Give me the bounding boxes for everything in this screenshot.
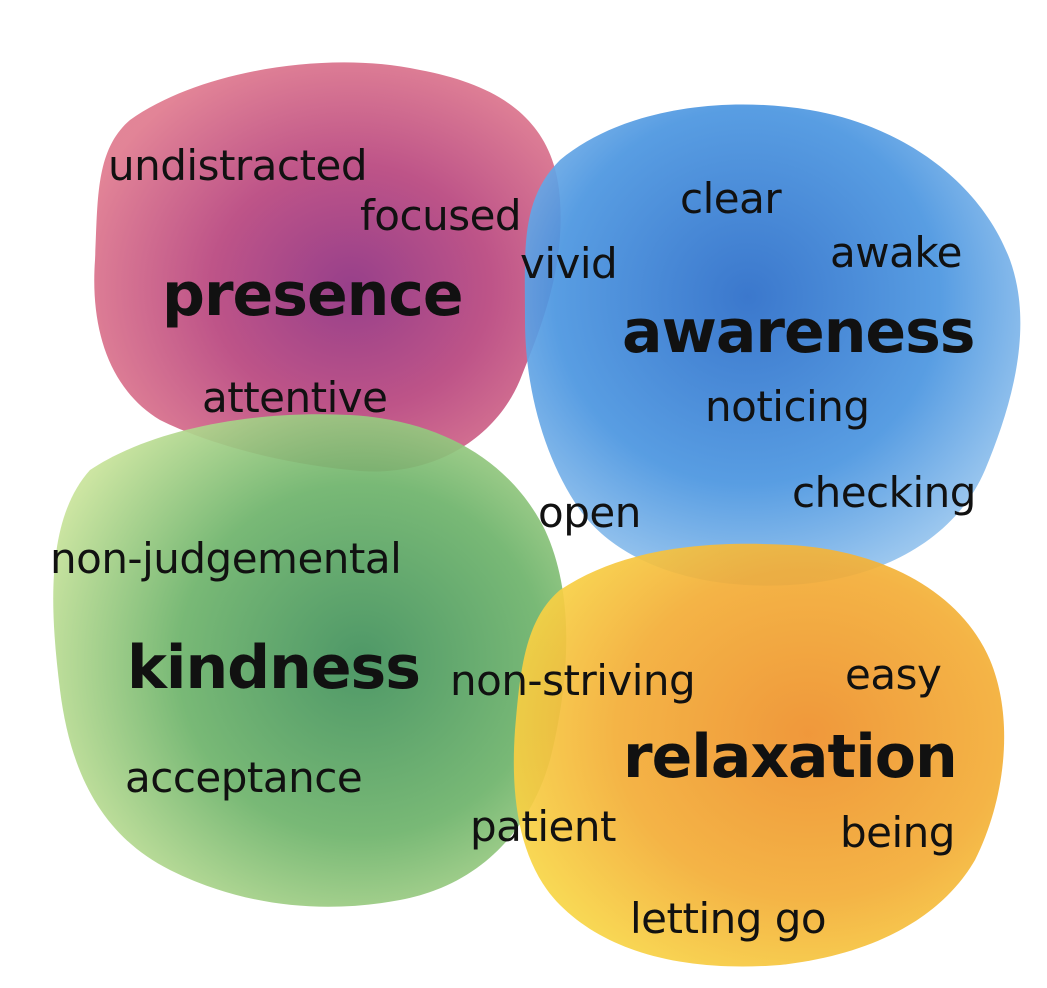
word-focused: focused	[360, 191, 522, 240]
title-presence: presence	[162, 260, 464, 330]
word-acceptance: acceptance	[125, 753, 363, 802]
word-easy: easy	[845, 650, 942, 699]
word-awake: awake	[830, 228, 963, 277]
word-patient: patient	[470, 802, 616, 851]
presence-blob	[94, 62, 561, 472]
title-awareness: awareness	[622, 297, 976, 367]
word-noticing: noticing	[705, 382, 870, 431]
kindness-blob	[53, 414, 567, 907]
title-relaxation: relaxation	[623, 722, 958, 792]
word-letting-go: letting go	[630, 894, 827, 943]
word-checking: checking	[792, 468, 976, 517]
word-clear: clear	[680, 174, 782, 223]
word-non-judgemental: non-judgemental	[50, 534, 402, 583]
word-open: open	[538, 488, 641, 537]
awareness-blob	[524, 104, 1021, 586]
word-being: being	[840, 808, 955, 857]
title-kindness: kindness	[127, 633, 421, 703]
relaxation-blob	[513, 543, 1005, 967]
word-attentive: attentive	[202, 373, 388, 422]
word-non-striving: non-striving	[450, 656, 696, 705]
word-vivid: vivid	[520, 239, 618, 288]
word-undistracted: undistracted	[108, 141, 367, 190]
